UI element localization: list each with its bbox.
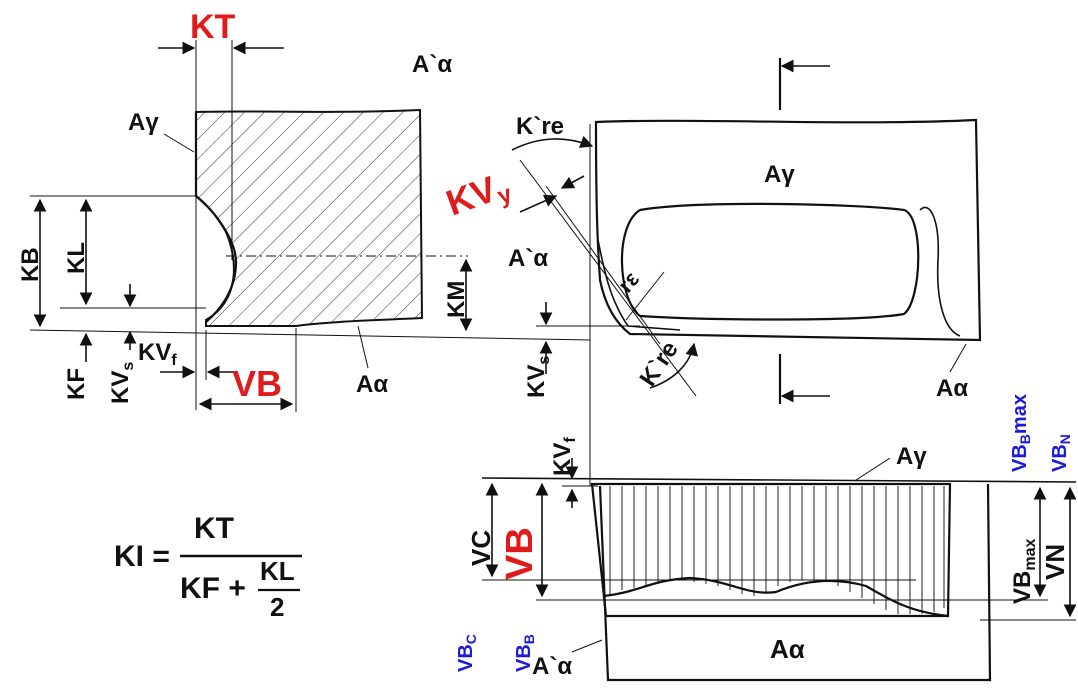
cutting-edge-line-2 [545, 185, 661, 345]
a-alpha-prime-label-flank: A`α [532, 653, 572, 680]
formula-den-frac-den: 2 [270, 592, 284, 622]
km-label: KM [443, 281, 470, 318]
vbmax-label: VBmax [1009, 539, 1039, 604]
kvy-arrow-1 [519, 194, 558, 213]
a-gamma-label-top: Aγ [764, 161, 795, 188]
flank-face-view: KVf Aγ VC VB VBmax VN VBBmax VBN VBC VBB… [455, 394, 1077, 682]
a-gamma-leader-flank [855, 457, 891, 481]
wear-strip-right [919, 206, 961, 337]
vb-label-flank: VB [499, 527, 541, 580]
left-section-view: KT A`α Aγ KB KL KM KF KVs KVf VB Aα [17, 8, 591, 412]
kre-arc-bottom [649, 342, 699, 389]
formula-den-left: KF + [180, 572, 246, 605]
rake-face-view: Κ`re KVy Aγ A`α rε Κ`re KVs Aα [441, 58, 982, 486]
a-alpha-prime-leader-flank [571, 639, 603, 653]
kvs-label-right: KVs [523, 356, 553, 398]
vbn-label: VBN [1049, 434, 1073, 472]
kt-label: KT [190, 8, 236, 46]
r-eps-leader [625, 271, 665, 321]
kvy-arrow-2 [560, 175, 585, 189]
vbb-label: VBB [513, 634, 537, 672]
vbc-label: VBC [455, 634, 479, 672]
kvf-label-left: KVf [138, 339, 177, 369]
kf-label: KF [63, 368, 90, 400]
base-ref-line [29, 329, 591, 341]
wear-strip-left [597, 239, 681, 331]
formula-numerator: KT [194, 512, 234, 545]
a-alpha-label-flank: Aα [770, 634, 805, 664]
kb-label: KB [17, 247, 44, 282]
a-gamma-label-flank: Aγ [896, 443, 927, 470]
ki-formula: KI = KT KF + KL 2 [114, 512, 302, 622]
kvy-label: KVy [441, 163, 517, 227]
formula-den-frac-num: KL [260, 556, 295, 586]
a-alpha-leader-top [949, 343, 967, 373]
kvs-label-left: KVs [107, 362, 137, 404]
kvf-label-right: KVf [549, 437, 579, 476]
a-alpha-leader-left [357, 325, 369, 369]
kre-prime-arc [511, 135, 594, 151]
a-gamma-label-left: Aγ [128, 109, 159, 136]
kre-label-bottom: Κ`re [635, 336, 684, 391]
flank-wear-bottom-edge [603, 576, 949, 618]
flank-right-boundary [598, 483, 992, 682]
vb-label-left: VB [232, 363, 282, 404]
a-alpha-label-left: Aα [356, 371, 388, 398]
a-alpha-label-top: Aα [936, 375, 968, 402]
crater-profile [195, 195, 238, 323]
formula-lhs: KI = [114, 540, 170, 573]
kre-prime-label: Κ`re [516, 113, 564, 140]
crater-outline [620, 202, 920, 321]
a-alpha-prime-label-top: A`α [508, 245, 548, 272]
a-alpha-prime-top-label: A`α [412, 51, 452, 78]
insert-outline-top [594, 118, 982, 342]
r-eps-label: rε [613, 266, 645, 297]
a-gamma-leader-left [163, 133, 195, 153]
kl-label: KL [63, 242, 90, 274]
vbb-max-label: VBBmax [1009, 394, 1033, 472]
vc-label: VC [466, 530, 496, 566]
vn-label: VN [1040, 544, 1070, 580]
wear-striations [609, 486, 945, 614]
flank-top-edge [481, 477, 1077, 483]
